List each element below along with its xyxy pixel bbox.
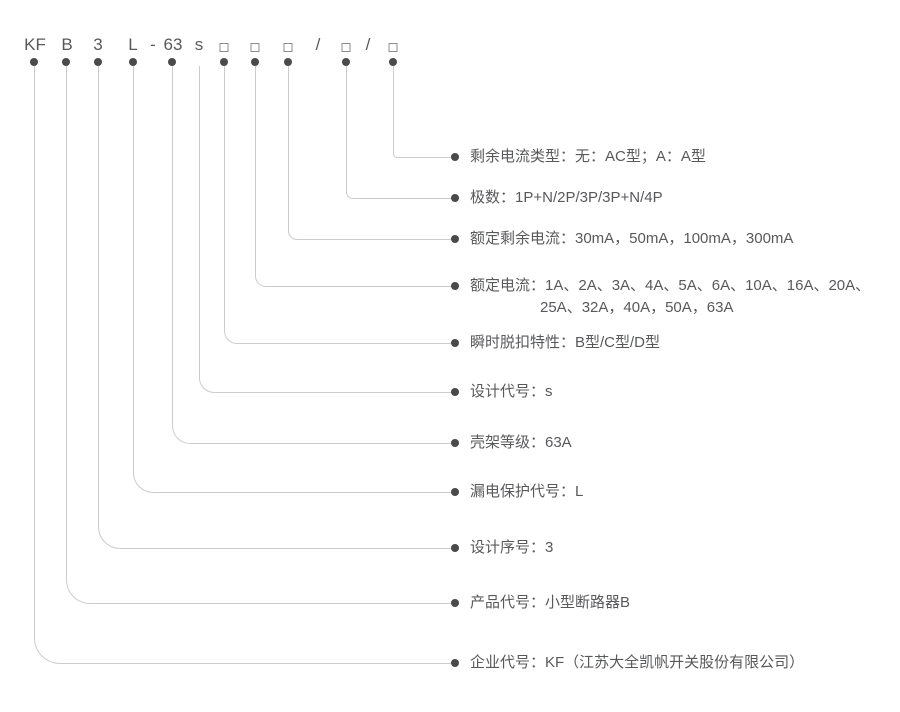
row-product-code: 产品代号：小型断路器B xyxy=(470,594,631,611)
connector-line xyxy=(98,66,452,549)
placeholder-box-icon xyxy=(283,43,293,52)
code-dot xyxy=(168,58,176,66)
row-enterprise-code: 企业代号：KF（江苏大全凯帆开关股份有限公司） xyxy=(470,654,805,671)
placeholder-box-icon xyxy=(341,43,351,52)
row-design-serial: 设计序号：3 xyxy=(470,539,554,556)
code-serial-3: 3 xyxy=(93,35,103,54)
code-dot xyxy=(62,58,70,66)
row-bullet xyxy=(451,339,459,347)
code-dot xyxy=(284,58,292,66)
code-leakage-l: L xyxy=(128,35,138,54)
code-slash: / xyxy=(315,35,321,54)
code-product-b: B xyxy=(61,35,73,54)
row-design-code: 设计代号：s xyxy=(470,383,553,400)
code-dot xyxy=(342,58,350,66)
row-bullet xyxy=(451,153,459,161)
connector-line xyxy=(66,66,452,604)
code-dot xyxy=(220,58,228,66)
connector-line xyxy=(34,66,452,664)
row-rated-current: 额定电流：1A、2A、3A、4A、5A、6A、10A、16A、20A、 25A、3… xyxy=(470,275,870,319)
code-design-s: s xyxy=(194,35,204,54)
connector-line xyxy=(255,66,452,287)
row-rated-residual-current: 额定剩余电流：30mA，50mA，100mA，300mA xyxy=(470,230,794,247)
connector-line xyxy=(133,66,452,493)
connector-line xyxy=(199,66,452,393)
placeholder-box-icon xyxy=(388,43,398,52)
connector-line xyxy=(172,66,452,444)
row-bullet xyxy=(451,544,459,552)
row-tripping-characteristic: 瞬时脱扣特性：B型/C型/D型 xyxy=(470,334,661,351)
row-residual-current-type: 剩余电流类型：无：AC型；A：A型 xyxy=(470,148,706,165)
row-bullet xyxy=(451,388,459,396)
row-bullet xyxy=(451,194,459,202)
connector-line xyxy=(288,66,452,240)
code-dot xyxy=(94,58,102,66)
row-bullet xyxy=(451,282,459,290)
row-leakage-protection-code: 漏电保护代号：L xyxy=(470,483,584,500)
row-bullet xyxy=(451,488,459,496)
code-dash: - xyxy=(150,35,156,54)
code-frame-63: 63 xyxy=(163,35,183,54)
rated-current-line1: 额定电流：1A、2A、3A、4A、5A、6A、10A、16A、20A、 xyxy=(470,277,871,294)
row-bullet xyxy=(451,439,459,447)
code-dot xyxy=(251,58,259,66)
row-frame-rating: 壳架等级：63A xyxy=(470,434,572,451)
placeholder-box-icon xyxy=(219,43,229,52)
row-bullet xyxy=(451,599,459,607)
code-dot xyxy=(30,58,38,66)
rated-current-line2: 25A、32A，40A，50A，63A xyxy=(540,299,734,316)
connector-line xyxy=(393,66,452,158)
row-poles: 极数：1P+N/2P/3P/3P+N/4P xyxy=(470,189,663,206)
connector-line xyxy=(224,66,452,344)
code-dot xyxy=(129,58,137,66)
placeholder-box-icon xyxy=(250,43,260,52)
code-enterprise-kf: KF xyxy=(24,35,46,54)
row-bullet xyxy=(451,235,459,243)
code-dot xyxy=(389,58,397,66)
row-bullet xyxy=(451,659,459,667)
code-slash: / xyxy=(365,35,371,54)
connector-line xyxy=(346,66,452,199)
